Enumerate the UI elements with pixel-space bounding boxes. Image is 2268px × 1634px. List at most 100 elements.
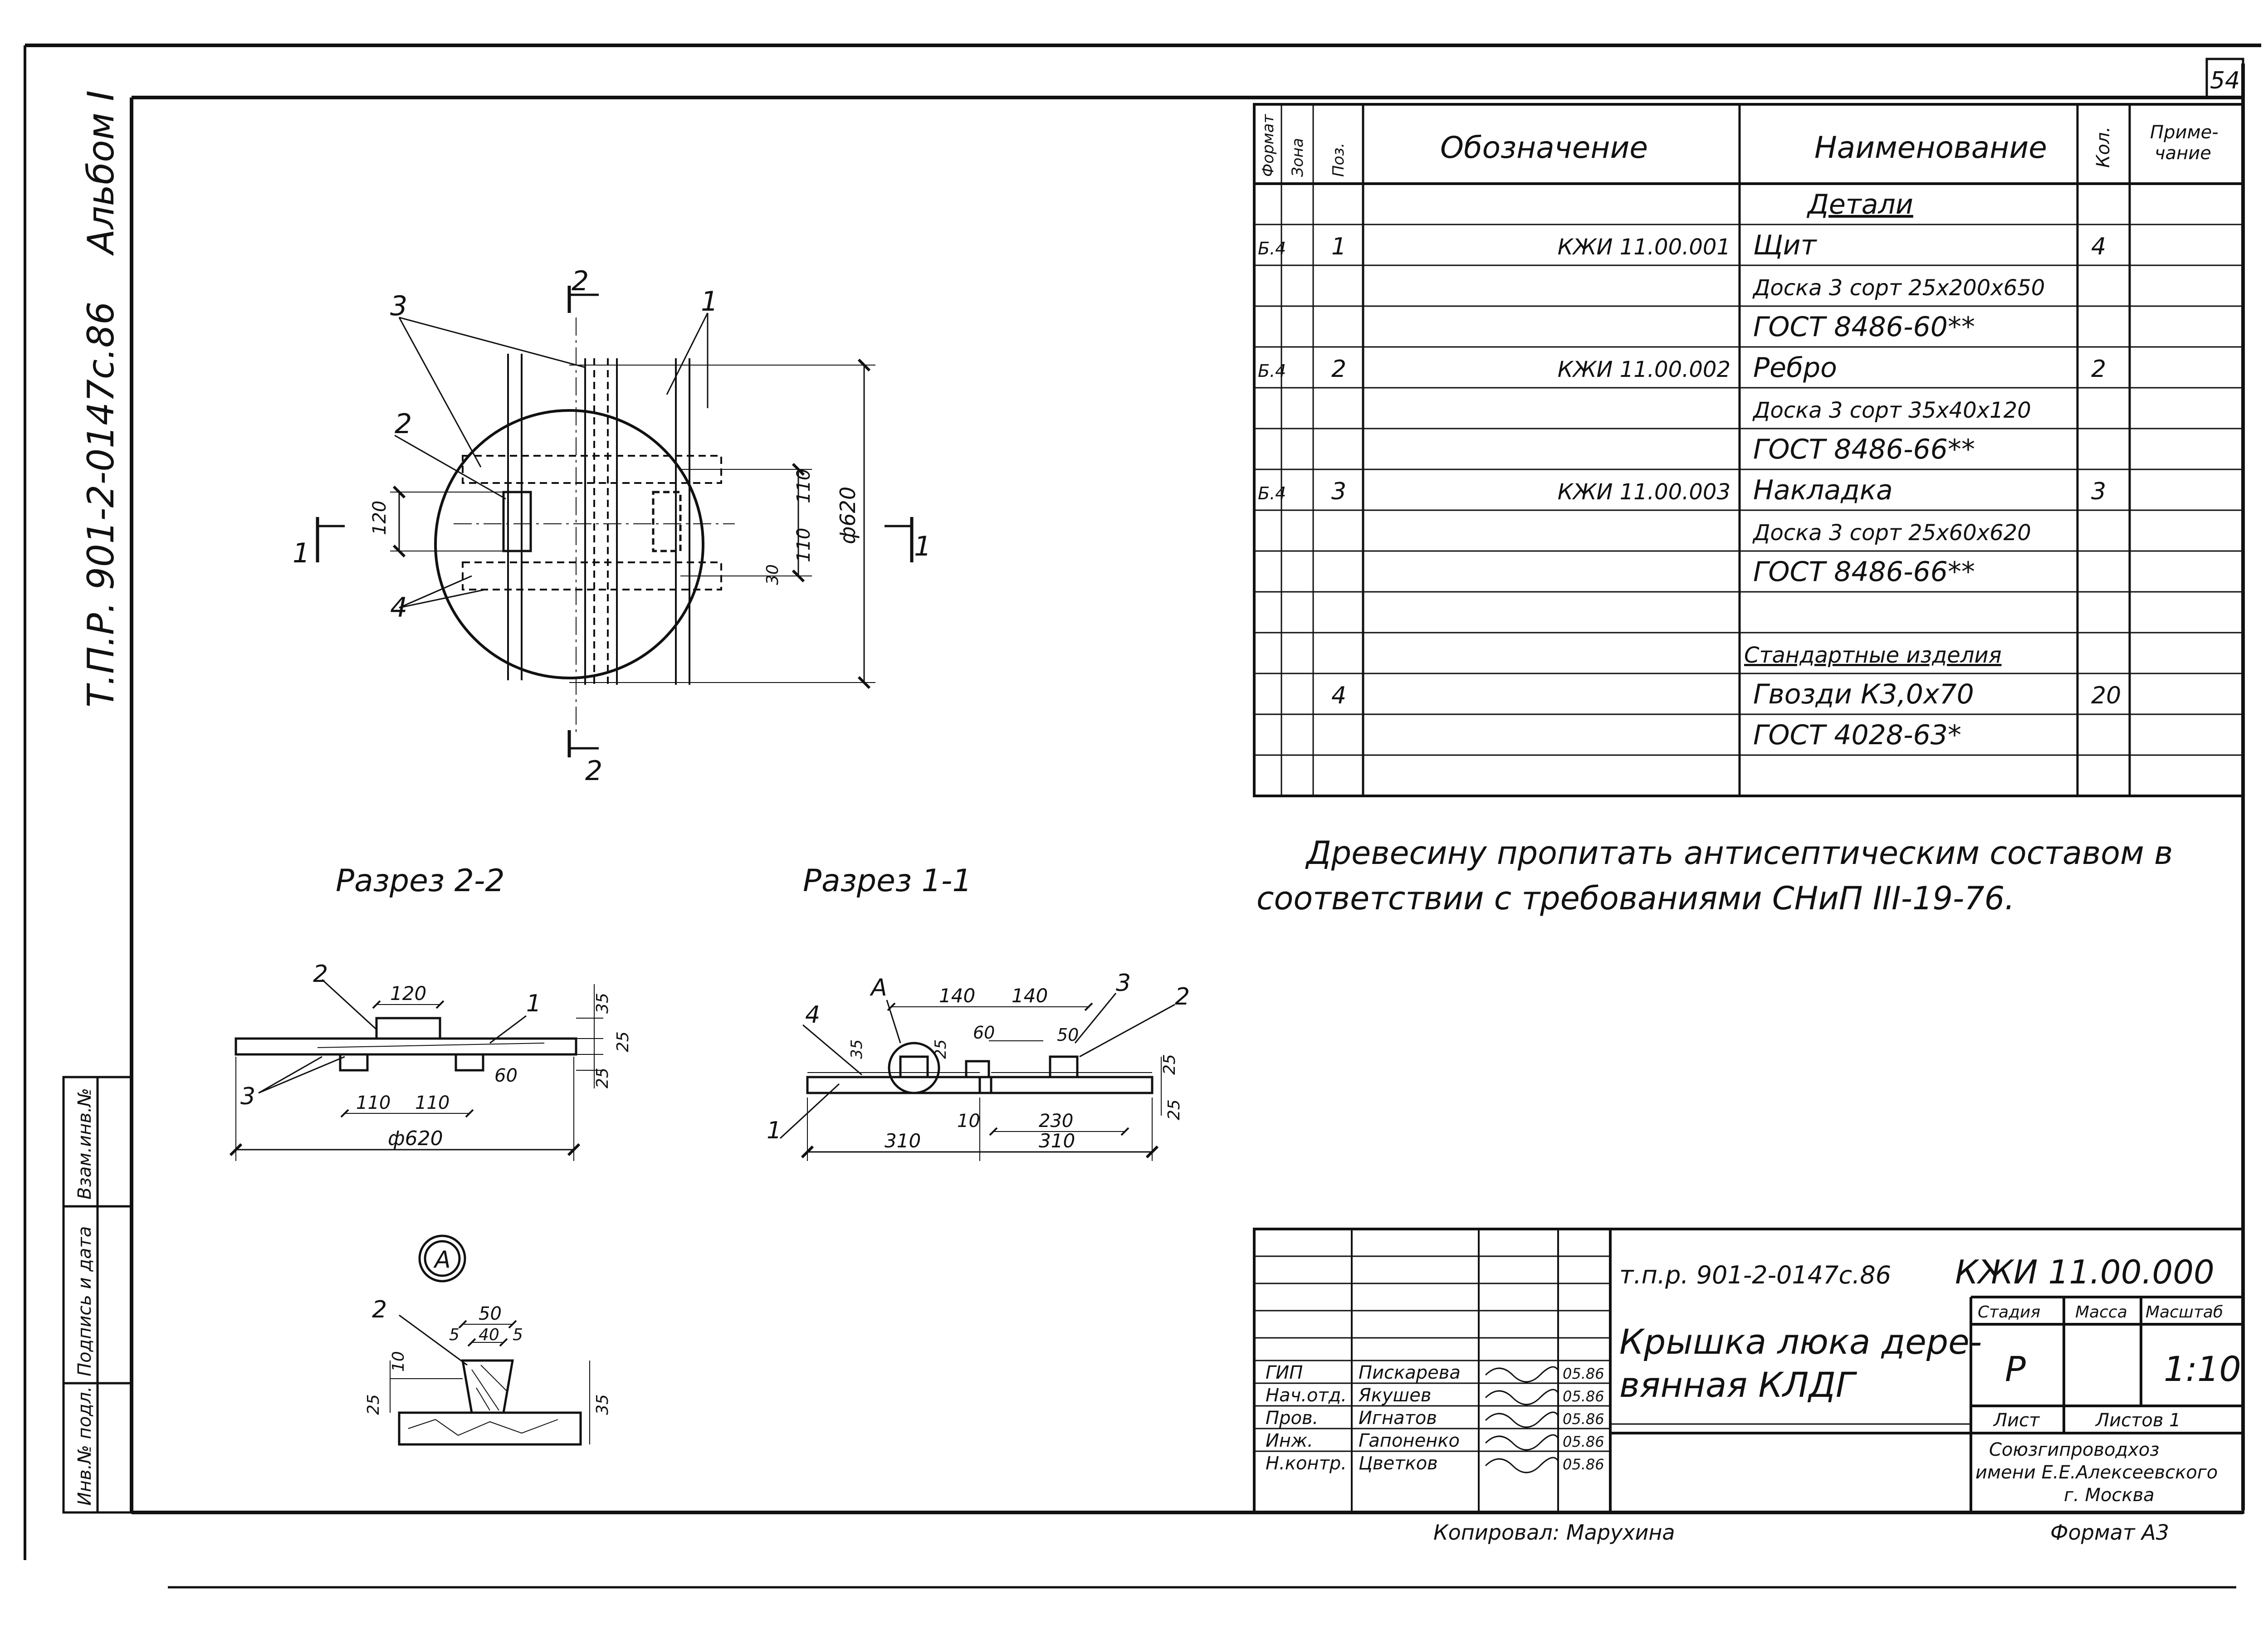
plan-pos3: 3 bbox=[390, 290, 407, 322]
tb-signer-date: 05.86 bbox=[1563, 1388, 1604, 1405]
section-22-labels: 120 2 1 3 110 110 60 ф620 35 25 25 bbox=[240, 961, 632, 1150]
tb-signer-date: 05.86 bbox=[1563, 1456, 1604, 1473]
spec-cell-name: Щит bbox=[1753, 229, 1818, 261]
spec-header-2: Поз. bbox=[1330, 143, 1348, 177]
spec-cell-qty: 2 bbox=[2091, 356, 2106, 383]
signature-mark bbox=[1485, 1389, 1559, 1405]
tb-signer-name: Цветков bbox=[1359, 1453, 1438, 1474]
plan-dim-110-b: 110 bbox=[793, 528, 814, 562]
spec-cell-name: Доска 3 сорт 25х200х650 bbox=[1752, 275, 2045, 301]
tb-signer-role: ГИП bbox=[1266, 1362, 1303, 1383]
spec-cell-name: ГОСТ 8486-66** bbox=[1753, 556, 1975, 588]
signature-mark bbox=[1485, 1434, 1559, 1451]
tb-signer-role: Н.контр. bbox=[1266, 1453, 1347, 1474]
stamp-inv-label: Инв.№ подл. bbox=[74, 1386, 95, 1506]
spec-cell-position: 1 bbox=[1331, 233, 1346, 260]
spec-cell-name: ГОСТ 8486-66** bbox=[1753, 434, 1975, 465]
s11-dim-25-a: 25 bbox=[932, 1039, 950, 1059]
spec-cell-name: ГОСТ 4028-63* bbox=[1753, 719, 1961, 751]
spec-cell-format: Б.4 bbox=[1258, 361, 1286, 381]
spec-cell-qty: 4 bbox=[2091, 233, 2106, 260]
spec-cell-position: 3 bbox=[1331, 478, 1346, 505]
tb-scale-label: Масштаб bbox=[2146, 1303, 2223, 1322]
s22-dim-120: 120 bbox=[390, 982, 426, 1005]
s11-dim-35: 35 bbox=[848, 1039, 866, 1059]
s11-dim-140-b: 140 bbox=[1012, 985, 1048, 1007]
spec-header-code: Обозначение bbox=[1440, 130, 1648, 165]
tb-mass-label: Масса bbox=[2075, 1303, 2127, 1322]
detail-a-mark: А bbox=[433, 1246, 451, 1273]
s22-dim-110-a: 110 bbox=[356, 1093, 391, 1113]
section-11-drawing bbox=[779, 993, 1175, 1161]
tb-org-2: имени Е.Е.Алексеевского bbox=[1975, 1462, 2218, 1483]
spec-cell-name: Детали bbox=[1806, 189, 1913, 220]
s11-dim-310-a: 310 bbox=[885, 1130, 921, 1152]
s11-dim-50: 50 bbox=[1057, 1025, 1079, 1045]
spec-cell-position: 2 bbox=[1331, 356, 1346, 383]
spec-header-qty: Кол. bbox=[2093, 127, 2114, 168]
copied-by: Копировал: Марухина bbox=[1433, 1520, 1675, 1545]
spec-header-0: Формат bbox=[1259, 114, 1277, 177]
tb-org-1: Союзгипроводхоз bbox=[1989, 1439, 2160, 1460]
spec-table-border bbox=[1253, 103, 2244, 797]
project-code-vertical: Т.П.Р. 901-2-0147с.86 bbox=[80, 302, 122, 707]
left-stamp bbox=[62, 1076, 133, 1514]
tb-signer-name: Пискарева bbox=[1359, 1362, 1461, 1383]
tb-title-line1: Крышка люка дере- bbox=[1619, 1322, 1982, 1362]
plan-pos2: 2 bbox=[395, 408, 412, 440]
stamp-sign-label: Подпись и дата bbox=[74, 1226, 95, 1376]
tb-signer-name: Якушев bbox=[1358, 1385, 1431, 1406]
tb-project: т.п.р. 901-2-0147с.86 bbox=[1619, 1261, 1891, 1289]
stamp-replace-label: Взам.инв.№ bbox=[74, 1088, 95, 1200]
format-label: Формат А3 bbox=[2050, 1520, 2169, 1545]
detail-a-dim-5-a: 5 bbox=[449, 1326, 459, 1344]
spec-cell-position: 4 bbox=[1331, 682, 1346, 709]
tb-signer-role: Нач.отд. bbox=[1266, 1385, 1347, 1406]
plan-pos1: 1 bbox=[701, 286, 718, 317]
tb-code: КЖИ 11.00.000 bbox=[1955, 1253, 2214, 1291]
tb-signer-role: Пров. bbox=[1266, 1408, 1318, 1429]
s22-pos2: 2 bbox=[313, 961, 328, 988]
left-margin-labels: Альбом I Т.П.Р. 901-2-0147с.86 bbox=[80, 90, 122, 707]
spec-cell-code: КЖИ 11.00.003 bbox=[1558, 479, 1730, 505]
tb-signer-name: Гапоненко bbox=[1359, 1430, 1460, 1451]
detail-a-pos2: 2 bbox=[372, 1296, 387, 1323]
spec-header-note: Приме-чание bbox=[2150, 122, 2219, 164]
s11-dim-230: 230 bbox=[1039, 1111, 1073, 1132]
plan-cut1-left: 1 bbox=[293, 537, 310, 569]
detail-a-dim-10: 10 bbox=[389, 1351, 408, 1372]
tb-signer-date: 05.86 bbox=[1563, 1433, 1604, 1450]
s22-pos1: 1 bbox=[526, 990, 541, 1017]
tb-org-3: г. Москва bbox=[2064, 1485, 2155, 1506]
detail-a-dim-35: 35 bbox=[593, 1394, 612, 1415]
spec-cell-name: Доска 3 сорт 35х40х120 bbox=[1752, 398, 2031, 423]
spec-cell-qty: 3 bbox=[2091, 478, 2106, 505]
signature-mark bbox=[1485, 1411, 1559, 1428]
s22-dim-25-b: 25 bbox=[593, 1068, 612, 1088]
s11-dim-60: 60 bbox=[973, 1023, 995, 1043]
tb-sheets-label: Листов 1 bbox=[2095, 1410, 2181, 1431]
plan-dim-120: 120 bbox=[369, 501, 390, 535]
tb-sheet-label: Лист bbox=[1993, 1410, 2040, 1431]
tb-stage-label: Стадия bbox=[1978, 1303, 2040, 1322]
tb-signer-name: Игнатов bbox=[1359, 1408, 1437, 1429]
plan-dim-diameter: ф620 bbox=[836, 487, 860, 544]
spec-cell-name: Ребро bbox=[1753, 352, 1837, 384]
tb-scale: 1:10 bbox=[2164, 1349, 2241, 1389]
s22-dim-35: 35 bbox=[593, 993, 612, 1014]
s22-dim-110-b: 110 bbox=[415, 1093, 450, 1113]
note-line-2: соответствии с требованиями СНиП III-19-… bbox=[1256, 880, 2015, 917]
s11-dim-140-a: 140 bbox=[939, 985, 975, 1007]
signature-mark bbox=[1485, 1457, 1559, 1473]
s11-dim-25-b: 25 bbox=[1160, 1054, 1179, 1075]
s11-dim-310-b: 310 bbox=[1039, 1130, 1075, 1152]
detail-a-drawing bbox=[390, 1234, 590, 1446]
plan-view bbox=[316, 286, 914, 757]
spec-header-name: Наименование bbox=[1814, 130, 2047, 165]
tb-signer-role: Инж. bbox=[1266, 1430, 1313, 1451]
spec-cell-format: Б.4 bbox=[1258, 239, 1286, 259]
spec-cell-qty: 20 bbox=[2091, 682, 2121, 709]
plan-dim-110-a: 110 bbox=[793, 469, 814, 503]
